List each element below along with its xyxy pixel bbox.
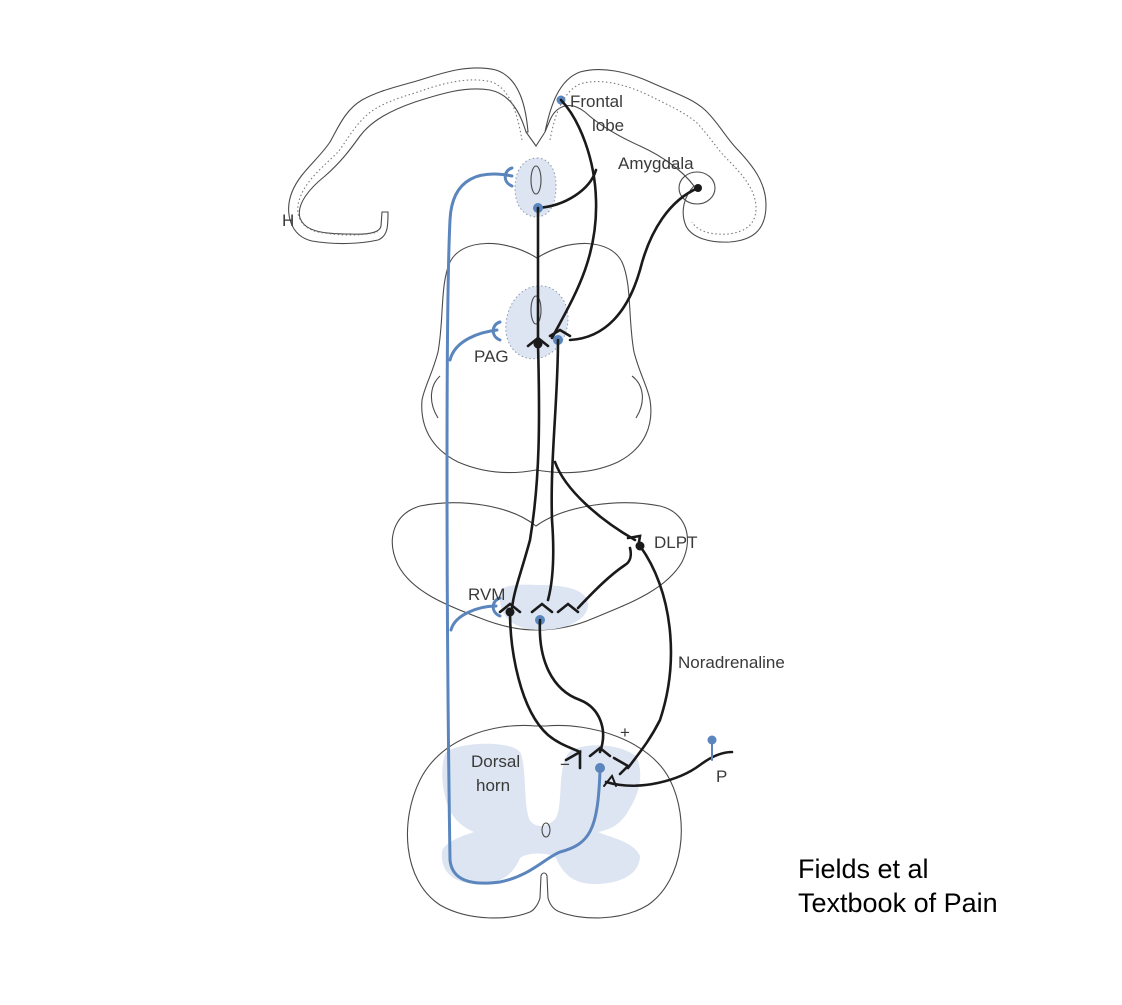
label-horn: horn <box>476 776 510 795</box>
label-h: H <box>282 211 294 230</box>
rvm-to-dorsal-horn <box>508 610 605 754</box>
rvm-region <box>499 584 589 630</box>
blue-pathway <box>445 166 605 885</box>
label-rvm: RVM <box>468 585 505 604</box>
amygdala-neuron <box>568 184 702 342</box>
rvm-synapses <box>498 602 580 625</box>
label-p: P <box>716 767 727 786</box>
spinal-cord-outline <box>406 724 682 919</box>
citation-line-2: Textbook of Pain <box>798 888 998 918</box>
label-lobe: lobe <box>592 116 624 135</box>
dlpt-neuron <box>576 534 673 770</box>
primary-afferent <box>707 735 717 761</box>
label-noradrenaline: Noradrenaline <box>678 653 785 672</box>
pag-synapses <box>526 328 572 349</box>
label-amygdala: Amygdala <box>618 154 694 173</box>
citation: Fields et al Textbook of Pain <box>798 852 998 920</box>
citation-line-1: Fields et al <box>798 854 929 884</box>
amygdala-outline <box>678 171 716 205</box>
label-dlpt: DLPT <box>654 533 697 552</box>
pag-to-rvm-pathways <box>510 338 637 610</box>
dorsal-horn-region <box>441 743 641 884</box>
label-frontal: Frontal <box>570 92 623 111</box>
brain-outline <box>288 67 767 245</box>
medulla-outline <box>391 502 688 631</box>
label-pag: PAG <box>474 347 509 366</box>
label-dorsal: Dorsal <box>471 752 520 771</box>
midbrain-outline <box>421 242 652 474</box>
hypothalamus-region <box>514 157 557 218</box>
label-minus: − <box>560 755 570 774</box>
dorsal-horn-synapses <box>564 746 734 787</box>
label-plus: + <box>620 723 630 742</box>
hypothalamic-neuron <box>533 203 543 342</box>
frontal-neuron <box>536 95 598 340</box>
